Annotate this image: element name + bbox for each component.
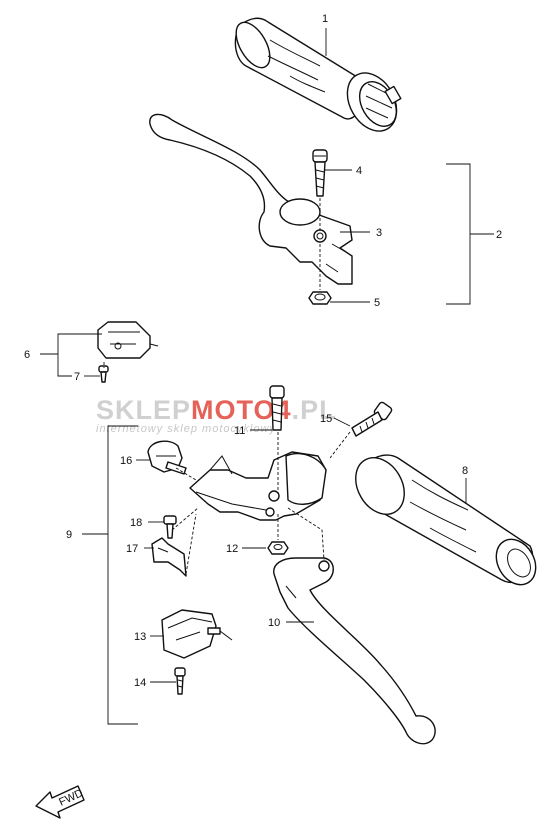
callout-15: 15 [320, 413, 332, 425]
part-8-grip [355, 454, 537, 586]
callout-11: 11 [234, 425, 245, 437]
callout-8: 8 [462, 465, 468, 477]
watermark-brand-part4: .PL [292, 395, 337, 425]
watermark: SKLEPMOTO4.PL internetowy sklep motocykl… [96, 395, 337, 435]
callout-2: 2 [496, 229, 502, 241]
part-5-nut [308, 291, 332, 305]
part-4-screw [312, 149, 328, 197]
callout-13: 13 [134, 631, 146, 643]
part-6-switch [97, 321, 159, 359]
callout-4: 4 [356, 165, 362, 177]
callout-6: 6 [24, 349, 30, 361]
callout-18: 18 [130, 517, 142, 529]
svg-text:SKLEPMOTO4.PL: SKLEPMOTO4.PL [96, 395, 337, 425]
callout-7: 7 [74, 371, 80, 383]
callout-1: 1 [322, 13, 328, 25]
callout-14: 14 [134, 677, 146, 689]
part-10-clutch-lever [273, 557, 436, 745]
part-7-screw [98, 365, 109, 383]
part-16-clamp [147, 440, 187, 475]
fwd-arrow: FWD [35, 785, 85, 819]
part-11-bolt [269, 385, 285, 431]
part-2-brake-lever-assy [149, 113, 353, 285]
part-1-throttle-grip [234, 17, 402, 132]
callout-5: 5 [374, 297, 380, 309]
callout-10: 10 [268, 617, 280, 629]
part-18-screw [163, 515, 177, 539]
part-12-nut [267, 541, 289, 555]
callout-16: 16 [120, 455, 132, 467]
callout-3: 3 [376, 227, 382, 239]
part-17-bracket [151, 537, 187, 577]
watermark-brand-part1: SKLEP [96, 395, 191, 425]
part-13-switch [161, 609, 233, 659]
leader-lines [40, 28, 494, 725]
part-9-lever-holder [189, 451, 327, 521]
watermark-tagline: internetowy sklep motocyklowy [96, 423, 277, 435]
part-14-screw [174, 667, 186, 695]
callout-12: 12 [226, 543, 238, 555]
callout-numbers: 1 2 3 4 5 6 7 8 9 10 11 12 13 14 15 16 1… [24, 13, 502, 689]
callout-17: 17 [126, 543, 138, 555]
watermark-brand-part2: MOTO [191, 395, 276, 425]
callout-9: 9 [66, 529, 72, 541]
part-15-bolt [351, 401, 393, 437]
